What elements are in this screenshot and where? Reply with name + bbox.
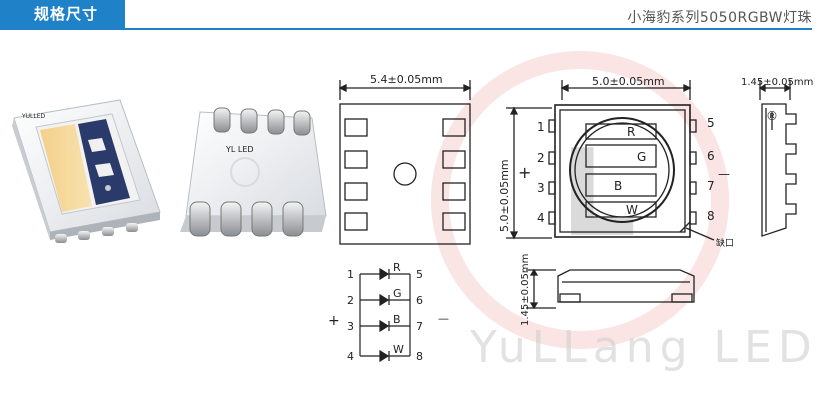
- led-photo-bottom: YL LED: [180, 107, 327, 237]
- front-view-channel-labels: R G B W: [614, 125, 646, 217]
- circuit-label-b: B: [393, 313, 401, 326]
- pin-label-8: 8: [707, 209, 715, 223]
- bottom-side-thickness-dim: 1.45±0.05mm: [520, 254, 531, 326]
- side-view-thickness-dim: 1.45±0.05mm: [741, 77, 813, 88]
- pin-label-5: 5: [707, 116, 715, 130]
- circuit-pin-2: 2: [347, 294, 354, 307]
- front-view-pin-labels: 1 2 3 4 5 6 7 8: [537, 116, 715, 225]
- pin-label-7: 7: [707, 179, 715, 193]
- pin-label-2: 2: [537, 151, 545, 165]
- section-label: 规格尺寸: [34, 5, 99, 23]
- top-view-width-dim: 5.4±0.05mm: [370, 73, 443, 86]
- top-view-drawing: [338, 80, 472, 245]
- chip-logo-1: YULLED: [21, 113, 46, 120]
- circuit-plus: +: [328, 313, 340, 329]
- circuit-minus: —: [438, 312, 449, 325]
- channel-w: W: [626, 203, 638, 217]
- front-view-drawing: [506, 80, 715, 241]
- front-view-height-dim: 5.0±0.05mm: [498, 159, 511, 232]
- circuit-pin-7: 7: [416, 320, 423, 333]
- circuit-label-w: W: [393, 343, 404, 356]
- section-tab: 规格尺寸: [0, 0, 125, 28]
- product-title: 小海豹系列5050RGBW灯珠: [627, 10, 812, 26]
- side-view-drawing: [758, 80, 797, 237]
- notch-label: 缺口: [716, 237, 734, 249]
- section-header: 规格尺寸 小海豹系列5050RGBW灯珠: [0, 0, 830, 34]
- channel-r: R: [627, 125, 635, 139]
- circuit-pin-6: 6: [416, 294, 423, 307]
- circuit-pin-5: 5: [416, 268, 423, 281]
- front-view-minus: —: [718, 167, 730, 181]
- pin-label-1: 1: [537, 120, 545, 134]
- registered-mark: ®: [766, 109, 778, 123]
- chip-logo-2: YL LED: [225, 145, 254, 154]
- watermark-text: YuLLang LED: [469, 322, 818, 373]
- circuit-schematic: [359, 267, 411, 363]
- led-photo-top: YULLED: [12, 99, 161, 243]
- pin-label-6: 6: [707, 149, 715, 163]
- circuit-pin-4: 4: [347, 350, 354, 363]
- circuit-pin-1: 1: [347, 268, 354, 281]
- pin-label-3: 3: [537, 181, 545, 195]
- bottom-side-view-drawing: [526, 268, 695, 310]
- circuit-pin-8: 8: [416, 350, 423, 363]
- watermark-logo: L: [431, 51, 729, 349]
- circuit-pin-3: 3: [347, 320, 354, 333]
- header-divider: [0, 28, 812, 30]
- channel-g: G: [637, 150, 646, 164]
- front-view-plus: +: [518, 163, 531, 182]
- circuit-label-g: G: [393, 287, 402, 300]
- svg-text:L: L: [560, 125, 636, 264]
- circuit-label-r: R: [393, 261, 401, 274]
- pin-label-4: 4: [537, 211, 545, 225]
- front-view-width-dim: 5.0±0.05mm: [592, 75, 665, 88]
- circuit-labels: 1 R 5 2 G 6 3 B 7 4 W 8: [347, 261, 423, 363]
- channel-b: B: [614, 179, 622, 193]
